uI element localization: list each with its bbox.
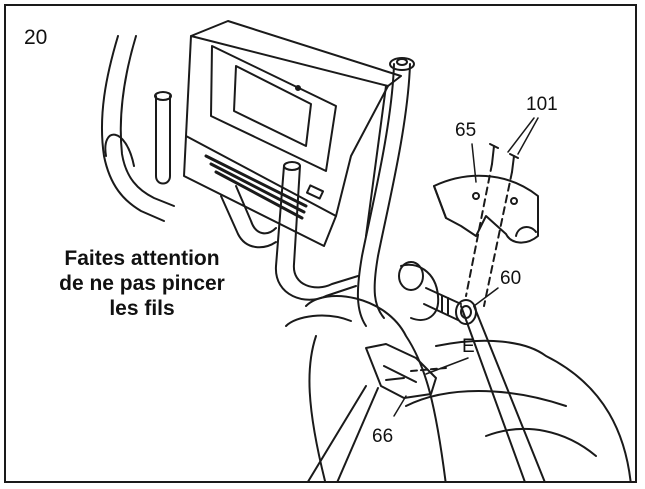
leader-lines (393, 117, 539, 417)
elliptical-assembly-drawing (100, 20, 632, 481)
lower-frame (285, 295, 632, 481)
callout-65: 65 (455, 120, 477, 141)
warning-line-3: les fils (109, 297, 175, 320)
part-65-cover (433, 174, 539, 244)
right-handlebar (356, 57, 415, 327)
warning-text: Faites attention de ne pas pincer les fi… (26, 246, 258, 321)
left-handlebar-arm (100, 35, 175, 222)
callout-101: 101 (526, 94, 558, 115)
warning-line-1: Faites attention (64, 247, 220, 270)
step-number: 20 (24, 26, 48, 49)
callout-60: 60 (500, 268, 522, 289)
callout-e: E (462, 336, 475, 357)
console (183, 20, 402, 247)
callout-66: 66 (372, 426, 394, 447)
instruction-panel: 20 Faites attention de ne pas pincer les… (4, 4, 637, 483)
warning-line-2: de ne pas pincer (59, 272, 225, 295)
part-101-screws (465, 143, 519, 307)
